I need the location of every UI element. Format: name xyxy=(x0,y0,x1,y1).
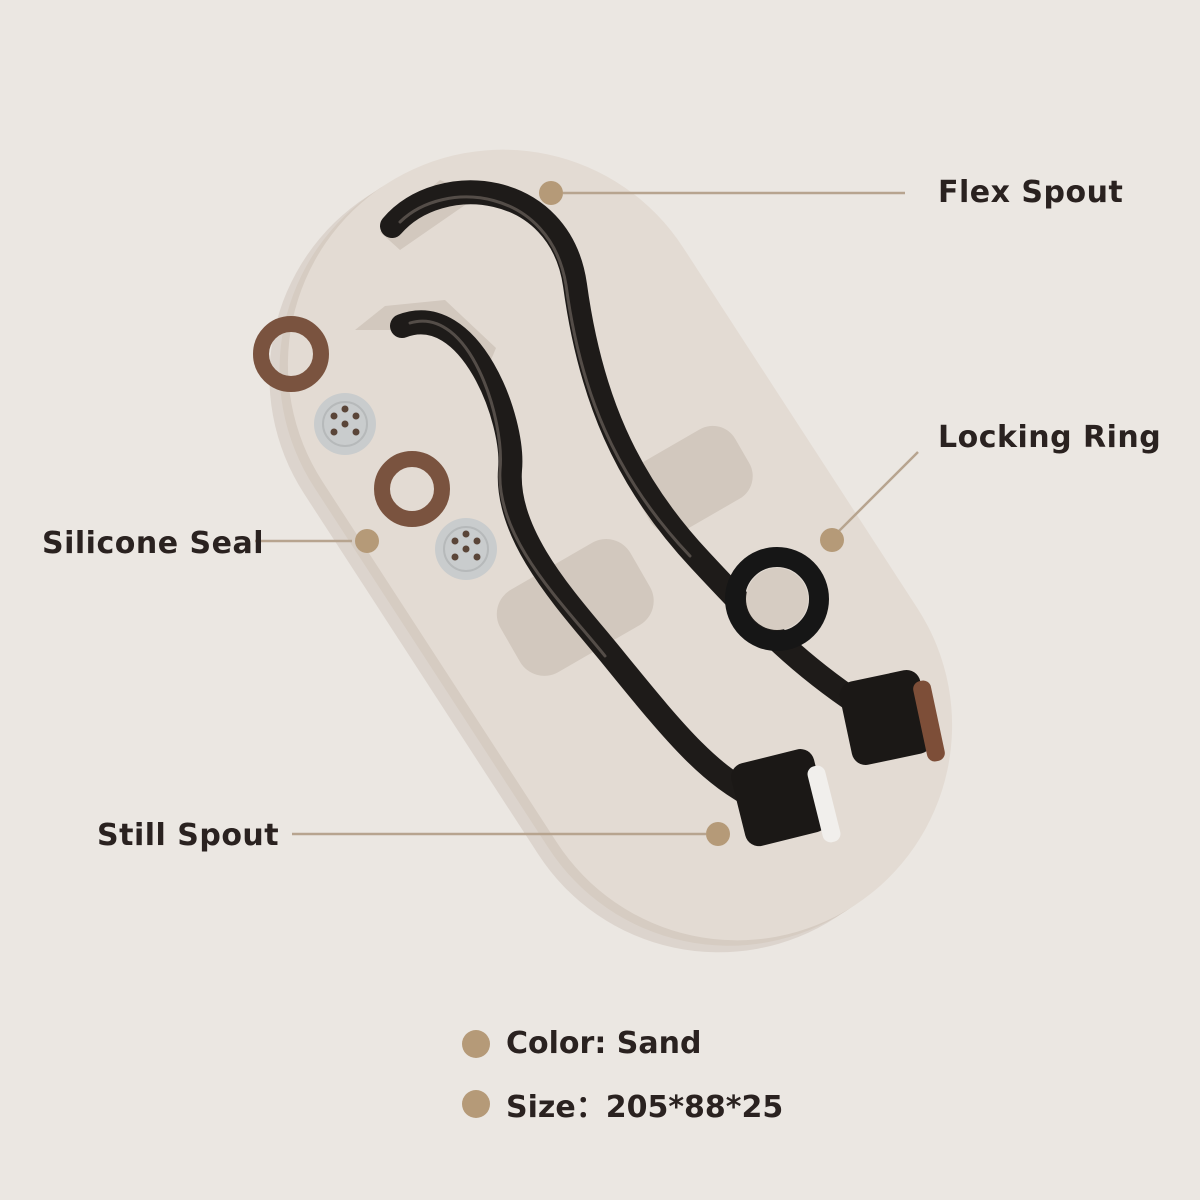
still-spout-slot xyxy=(355,300,496,372)
spec-size: Size：205*88*25 xyxy=(506,1090,784,1125)
silicone-seal-label: Silicone Seal xyxy=(42,526,264,561)
bullet-dot-icon xyxy=(462,1090,490,1118)
still-spout-tube xyxy=(390,310,772,812)
silicone-seals xyxy=(253,316,450,527)
spec-size-row: Size：205*88*25 xyxy=(462,1082,783,1126)
seal-ring-lower xyxy=(374,451,450,527)
silicone-seal-dot xyxy=(355,529,379,553)
still-spout xyxy=(390,310,772,812)
seal-ring-upper xyxy=(253,316,329,392)
still-spout-highlight xyxy=(408,319,607,658)
locking-ring-label: Locking Ring xyxy=(938,420,1162,455)
still-spout-label: Still Spout xyxy=(97,818,280,853)
spec-color-row: Color: Sand xyxy=(462,1026,701,1061)
flex-spout-highlight xyxy=(398,195,692,558)
still-spout-nozzle xyxy=(731,749,829,847)
still-spout-dot xyxy=(706,822,730,846)
flex-spout-nozzle xyxy=(839,669,933,765)
still-spout-tip xyxy=(731,749,841,847)
locking-ring xyxy=(725,547,829,651)
still-spout-nozzle-cap xyxy=(807,765,841,843)
locking-ring-leader xyxy=(835,451,919,535)
filter-disc-lower xyxy=(435,518,497,580)
callout-dots xyxy=(355,181,844,846)
leader-lines xyxy=(255,191,919,836)
filter-discs xyxy=(314,393,497,580)
flex-spout-nozzle-cap xyxy=(913,680,945,762)
locking-ring-dot xyxy=(820,528,844,552)
flex-spout-dot xyxy=(539,181,563,205)
flex-spout-tip xyxy=(839,669,945,765)
flex-spout-label: Flex Spout xyxy=(938,175,1124,210)
filter-disc-upper xyxy=(314,393,376,455)
spec-color: Color: Sand xyxy=(506,1026,702,1061)
bullet-dot-icon xyxy=(462,1029,490,1058)
